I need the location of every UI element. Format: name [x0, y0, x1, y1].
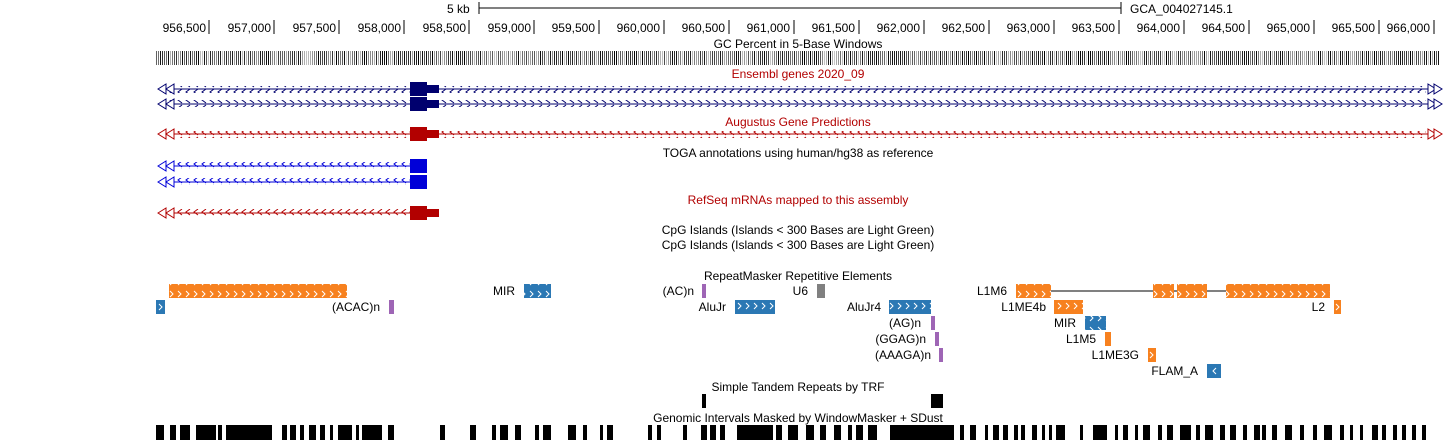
- repeat-label[interactable]: L1M5: [1065, 332, 1096, 346]
- ruler-tick-label: 961,500: [811, 21, 855, 35]
- toga-transcript-1[interactable]: [157, 159, 427, 173]
- augustus-gene[interactable]: [157, 127, 1443, 141]
- ruler-tick-label: 965,000: [1266, 21, 1310, 35]
- ruler-tick-label: 964,500: [1201, 21, 1245, 35]
- ruler-tick-label: 958,500: [422, 21, 466, 35]
- ruler-tick-label: 964,000: [1136, 21, 1180, 35]
- repeat-label[interactable]: MIR: [1054, 316, 1076, 330]
- repeat-label[interactable]: L2: [1311, 300, 1325, 314]
- repeat-label[interactable]: L1ME3G: [1091, 348, 1139, 362]
- trf-track-title[interactable]: Simple Tandem Repeats by TRF: [711, 380, 885, 394]
- repeat-label[interactable]: U6: [792, 284, 808, 298]
- repeat-label[interactable]: (GGAG)n: [875, 332, 926, 346]
- repeat-label[interactable]: (AG)n: [888, 316, 921, 330]
- ruler-tick-label: 963,500: [1071, 21, 1115, 35]
- ruler-tick-label: 960,000: [616, 21, 660, 35]
- repeat-label[interactable]: L1M6: [976, 284, 1007, 298]
- ruler-tick-label: 959,500: [551, 21, 595, 35]
- ruler-tick-label: 957,500: [292, 21, 336, 35]
- ruler-tick-label: 961,000: [746, 21, 790, 35]
- ruler-tick-label: 959,000: [487, 21, 531, 35]
- scale-label: 5 kb: [447, 2, 470, 16]
- ruler-tick-label: 962,000: [876, 21, 920, 35]
- rmsk-track-title[interactable]: RepeatMasker Repetitive Elements: [703, 269, 893, 283]
- repeat-label[interactable]: MIR: [493, 284, 515, 298]
- windowmasker-track-title[interactable]: Genomic Intervals Masked by WindowMasker…: [653, 411, 943, 425]
- ensembl-gene-2[interactable]: [157, 97, 1443, 111]
- trf-repeats[interactable]: [702, 394, 943, 408]
- repeat-label[interactable]: (AC)n: [662, 284, 694, 298]
- ruler-tick-label: 966,000: [1386, 21, 1430, 35]
- gc-track-title[interactable]: GC Percent in 5-Base Windows: [713, 37, 883, 51]
- ruler-tick-label: 963,000: [1006, 21, 1050, 35]
- ensembl-track-title[interactable]: Ensembl genes 2020_09: [731, 67, 865, 81]
- repeat-label[interactable]: (ACAC)n: [331, 300, 380, 314]
- ruler-tick-label: 957,000: [227, 21, 271, 35]
- refseq-track-title[interactable]: RefSeq mRNAs mapped to this assembly: [687, 193, 909, 207]
- repeat-label[interactable]: L1ME4b: [1001, 300, 1046, 314]
- cpg-track-title[interactable]: CpG Islands (Islands < 300 Bases are Lig…: [661, 223, 935, 237]
- gc-percent-bars[interactable]: [156, 51, 1439, 65]
- repeat-label[interactable]: AluJr4: [846, 300, 881, 314]
- ruler-tick-label: 956,500: [162, 21, 206, 35]
- toga-track-title[interactable]: TOGA annotations using human/hg38 as ref…: [662, 146, 934, 160]
- ensembl-gene-1[interactable]: [157, 82, 1443, 96]
- ruler-tick-label: 965,500: [1331, 21, 1375, 35]
- toga-transcript-2[interactable]: [157, 175, 427, 189]
- ruler-tick-label: 960,500: [681, 21, 725, 35]
- cpg-track-title-2[interactable]: CpG Islands (Islands < 300 Bases are Lig…: [661, 238, 935, 252]
- ruler-tick-label: 962,500: [941, 21, 985, 35]
- ruler: [208, 2, 1435, 34]
- refseq-mrna[interactable]: [157, 206, 439, 220]
- repeat-label[interactable]: (AAAGA)n: [874, 348, 931, 362]
- windowmasker-intervals[interactable]: [156, 425, 1426, 440]
- assembly-label: GCA_004027145.1: [1130, 2, 1233, 16]
- ruler-tick-label: 958,000: [357, 21, 401, 35]
- repeatmasker-elements[interactable]: [156, 284, 1341, 378]
- augustus-track-title[interactable]: Augustus Gene Predictions: [725, 115, 871, 129]
- repeat-label[interactable]: AluJr: [698, 300, 726, 314]
- repeat-label[interactable]: FLAM_A: [1151, 364, 1198, 378]
